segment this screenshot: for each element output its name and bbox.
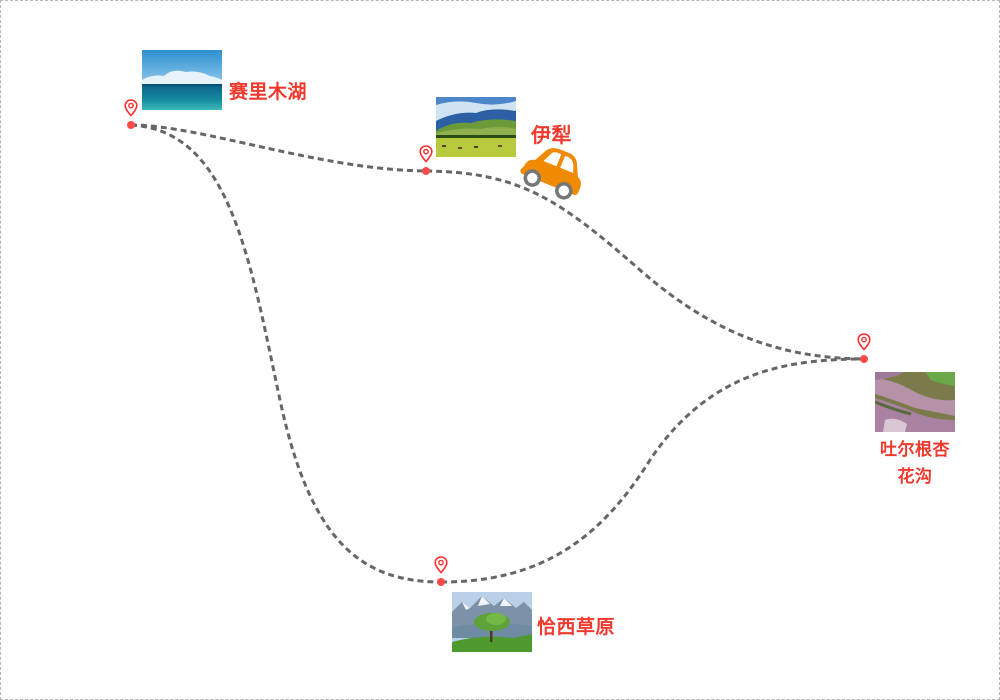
turgen-apricot-dot bbox=[860, 355, 868, 363]
route-yili-to-turgen bbox=[425, 169, 865, 361]
map-pin-icon bbox=[857, 333, 871, 351]
yili-label: 伊犁 bbox=[531, 123, 572, 147]
qiaxi-grassland-label: 恰西草原 bbox=[537, 616, 616, 638]
map-pin-icon bbox=[419, 145, 433, 163]
route-sayram-to-qiaxi bbox=[130, 123, 442, 584]
turgen-apricot-label: 吐尔根杏 花沟 bbox=[870, 437, 960, 491]
sayram-lake-photo bbox=[142, 50, 222, 110]
turgen-apricot-label-line-2: 花沟 bbox=[897, 467, 933, 487]
map-pin-icon bbox=[124, 99, 138, 117]
turgen-apricot-photo bbox=[875, 372, 955, 432]
yili-photo bbox=[436, 97, 516, 157]
sayram-lake-dot bbox=[127, 121, 135, 129]
qiaxi-grassland-photo bbox=[452, 592, 532, 652]
yili-dot bbox=[422, 167, 430, 175]
map-pin-icon bbox=[434, 556, 448, 574]
turgen-apricot-label-line-1: 吐尔根杏 bbox=[880, 440, 950, 460]
route-qiaxi-to-turgen bbox=[440, 357, 865, 584]
car-icon bbox=[520, 148, 581, 200]
route-sayram-to-yili bbox=[130, 123, 427, 173]
qiaxi-grassland-dot bbox=[437, 578, 445, 586]
sayram-lake-label: 赛里木湖 bbox=[229, 81, 308, 103]
